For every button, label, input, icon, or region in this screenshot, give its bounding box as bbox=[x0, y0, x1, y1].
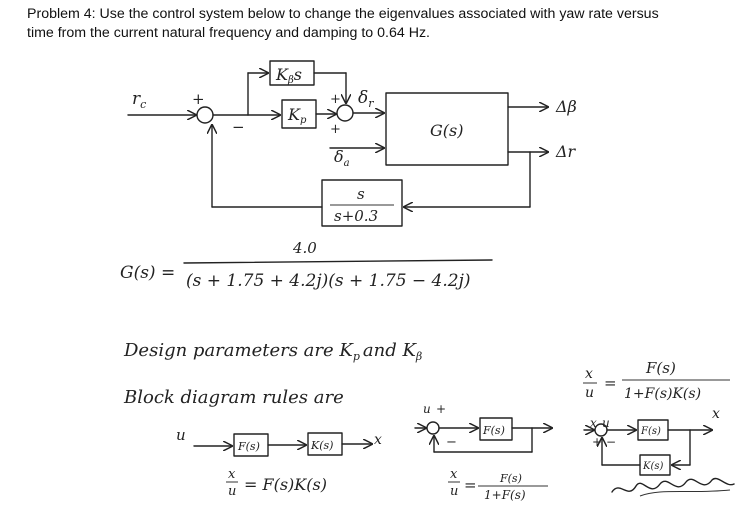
unity-plus: + bbox=[436, 402, 446, 416]
control-system-diagram: rc + − Kβs Kp + + δr δa G(s) bbox=[127, 60, 577, 227]
gs-denominator: (s + 1.75 + 4.2j)(s + 1.75 − 4.2j) bbox=[186, 271, 471, 291]
general-feedback-equation: x u = F(s) 1+F(s)K(s) bbox=[583, 359, 730, 402]
general-fs-label: F(s) bbox=[640, 426, 661, 437]
kp-block-label: Kp bbox=[287, 105, 307, 126]
gs-equation-lhs: G(s) = bbox=[120, 263, 175, 283]
unity-minus: − bbox=[446, 435, 457, 450]
general-u-label: u bbox=[602, 416, 610, 430]
gen-numerator: F(s) bbox=[645, 359, 676, 377]
block-diagram-rules-note: Block diagram rules are bbox=[123, 387, 344, 408]
gs-numerator: 4.0 bbox=[292, 239, 317, 257]
output-delta-beta: Δβ bbox=[555, 97, 577, 116]
gs-fraction-bar bbox=[183, 259, 493, 264]
gen-u-label: u bbox=[585, 385, 594, 401]
delta-r-label: δr bbox=[358, 88, 374, 110]
unity-eq-num: F(s) bbox=[499, 472, 522, 485]
general-ks-label: K(s) bbox=[642, 461, 664, 472]
gs-equation: G(s) = 4.0 (s + 1.75 + 4.2j)(s + 1.75 − … bbox=[120, 239, 493, 291]
sum1-minus-sign: − bbox=[232, 118, 245, 136]
series-eq-x: x bbox=[228, 467, 236, 482]
output-delta-r: Δr bbox=[555, 142, 577, 161]
unity-fs-block bbox=[479, 417, 513, 441]
general-plus: + bbox=[592, 435, 602, 449]
input-rc-label: rc bbox=[132, 89, 146, 111]
sum2-plus-bottom: + bbox=[330, 122, 341, 137]
unity-sum bbox=[426, 421, 440, 435]
series-x-label: x bbox=[374, 432, 382, 448]
general-x-label-right: x bbox=[712, 406, 720, 422]
delta-a-label: δa bbox=[334, 147, 350, 169]
unity-u-label: u bbox=[423, 402, 431, 416]
series-eq-rhs: = F(s)K(s) bbox=[244, 475, 327, 494]
summing-junction-1 bbox=[196, 106, 214, 124]
problem-line-1: Problem 4: Use the control system below … bbox=[27, 6, 659, 22]
gen-equals: = bbox=[604, 374, 617, 392]
gen-x-label: x bbox=[585, 366, 593, 382]
sum1-plus-sign: + bbox=[192, 90, 205, 108]
summing-junction-2 bbox=[336, 104, 354, 122]
problem-line-2: time from the current natural frequency … bbox=[27, 25, 430, 41]
series-fs-label: F(s) bbox=[237, 440, 260, 453]
feedback-denominator: s+0.3 bbox=[334, 207, 378, 225]
rule-unity-feedback-diagram: u + − F(s) x u = F(s) 1+F(s) bbox=[414, 402, 552, 502]
scribble-mark bbox=[611, 477, 735, 493]
ks-block-label: Kβs bbox=[275, 65, 302, 86]
unity-eq-equals: = bbox=[464, 476, 477, 494]
series-eq-u: u bbox=[228, 484, 236, 499]
feedback-numerator: s bbox=[357, 185, 365, 203]
problem-statement: Problem 4: Use the control system below … bbox=[27, 5, 727, 43]
plant-block-label: G(s) bbox=[430, 121, 463, 140]
series-u-label: u bbox=[176, 426, 186, 444]
general-minus: − bbox=[606, 435, 616, 449]
general-x-label-left: x bbox=[590, 416, 597, 430]
series-ks-label: K(s) bbox=[310, 439, 333, 452]
sum2-plus-top: + bbox=[330, 92, 341, 107]
gen-denominator: 1+F(s)K(s) bbox=[624, 386, 701, 402]
unity-eq-x: x bbox=[450, 467, 458, 482]
unity-fs-label: F(s) bbox=[482, 424, 505, 437]
rule-series-diagram: u F(s) K(s) x x u = F(s)K(s) bbox=[176, 426, 382, 499]
rule-general-feedback-diagram: x u + − F(s) x K(s) bbox=[583, 406, 720, 476]
unity-eq-den: 1+F(s) bbox=[484, 488, 526, 502]
scribble-mark-2 bbox=[639, 489, 731, 497]
unity-eq-u: u bbox=[450, 484, 458, 499]
feedback-block bbox=[321, 179, 403, 227]
plant-block bbox=[385, 92, 509, 166]
